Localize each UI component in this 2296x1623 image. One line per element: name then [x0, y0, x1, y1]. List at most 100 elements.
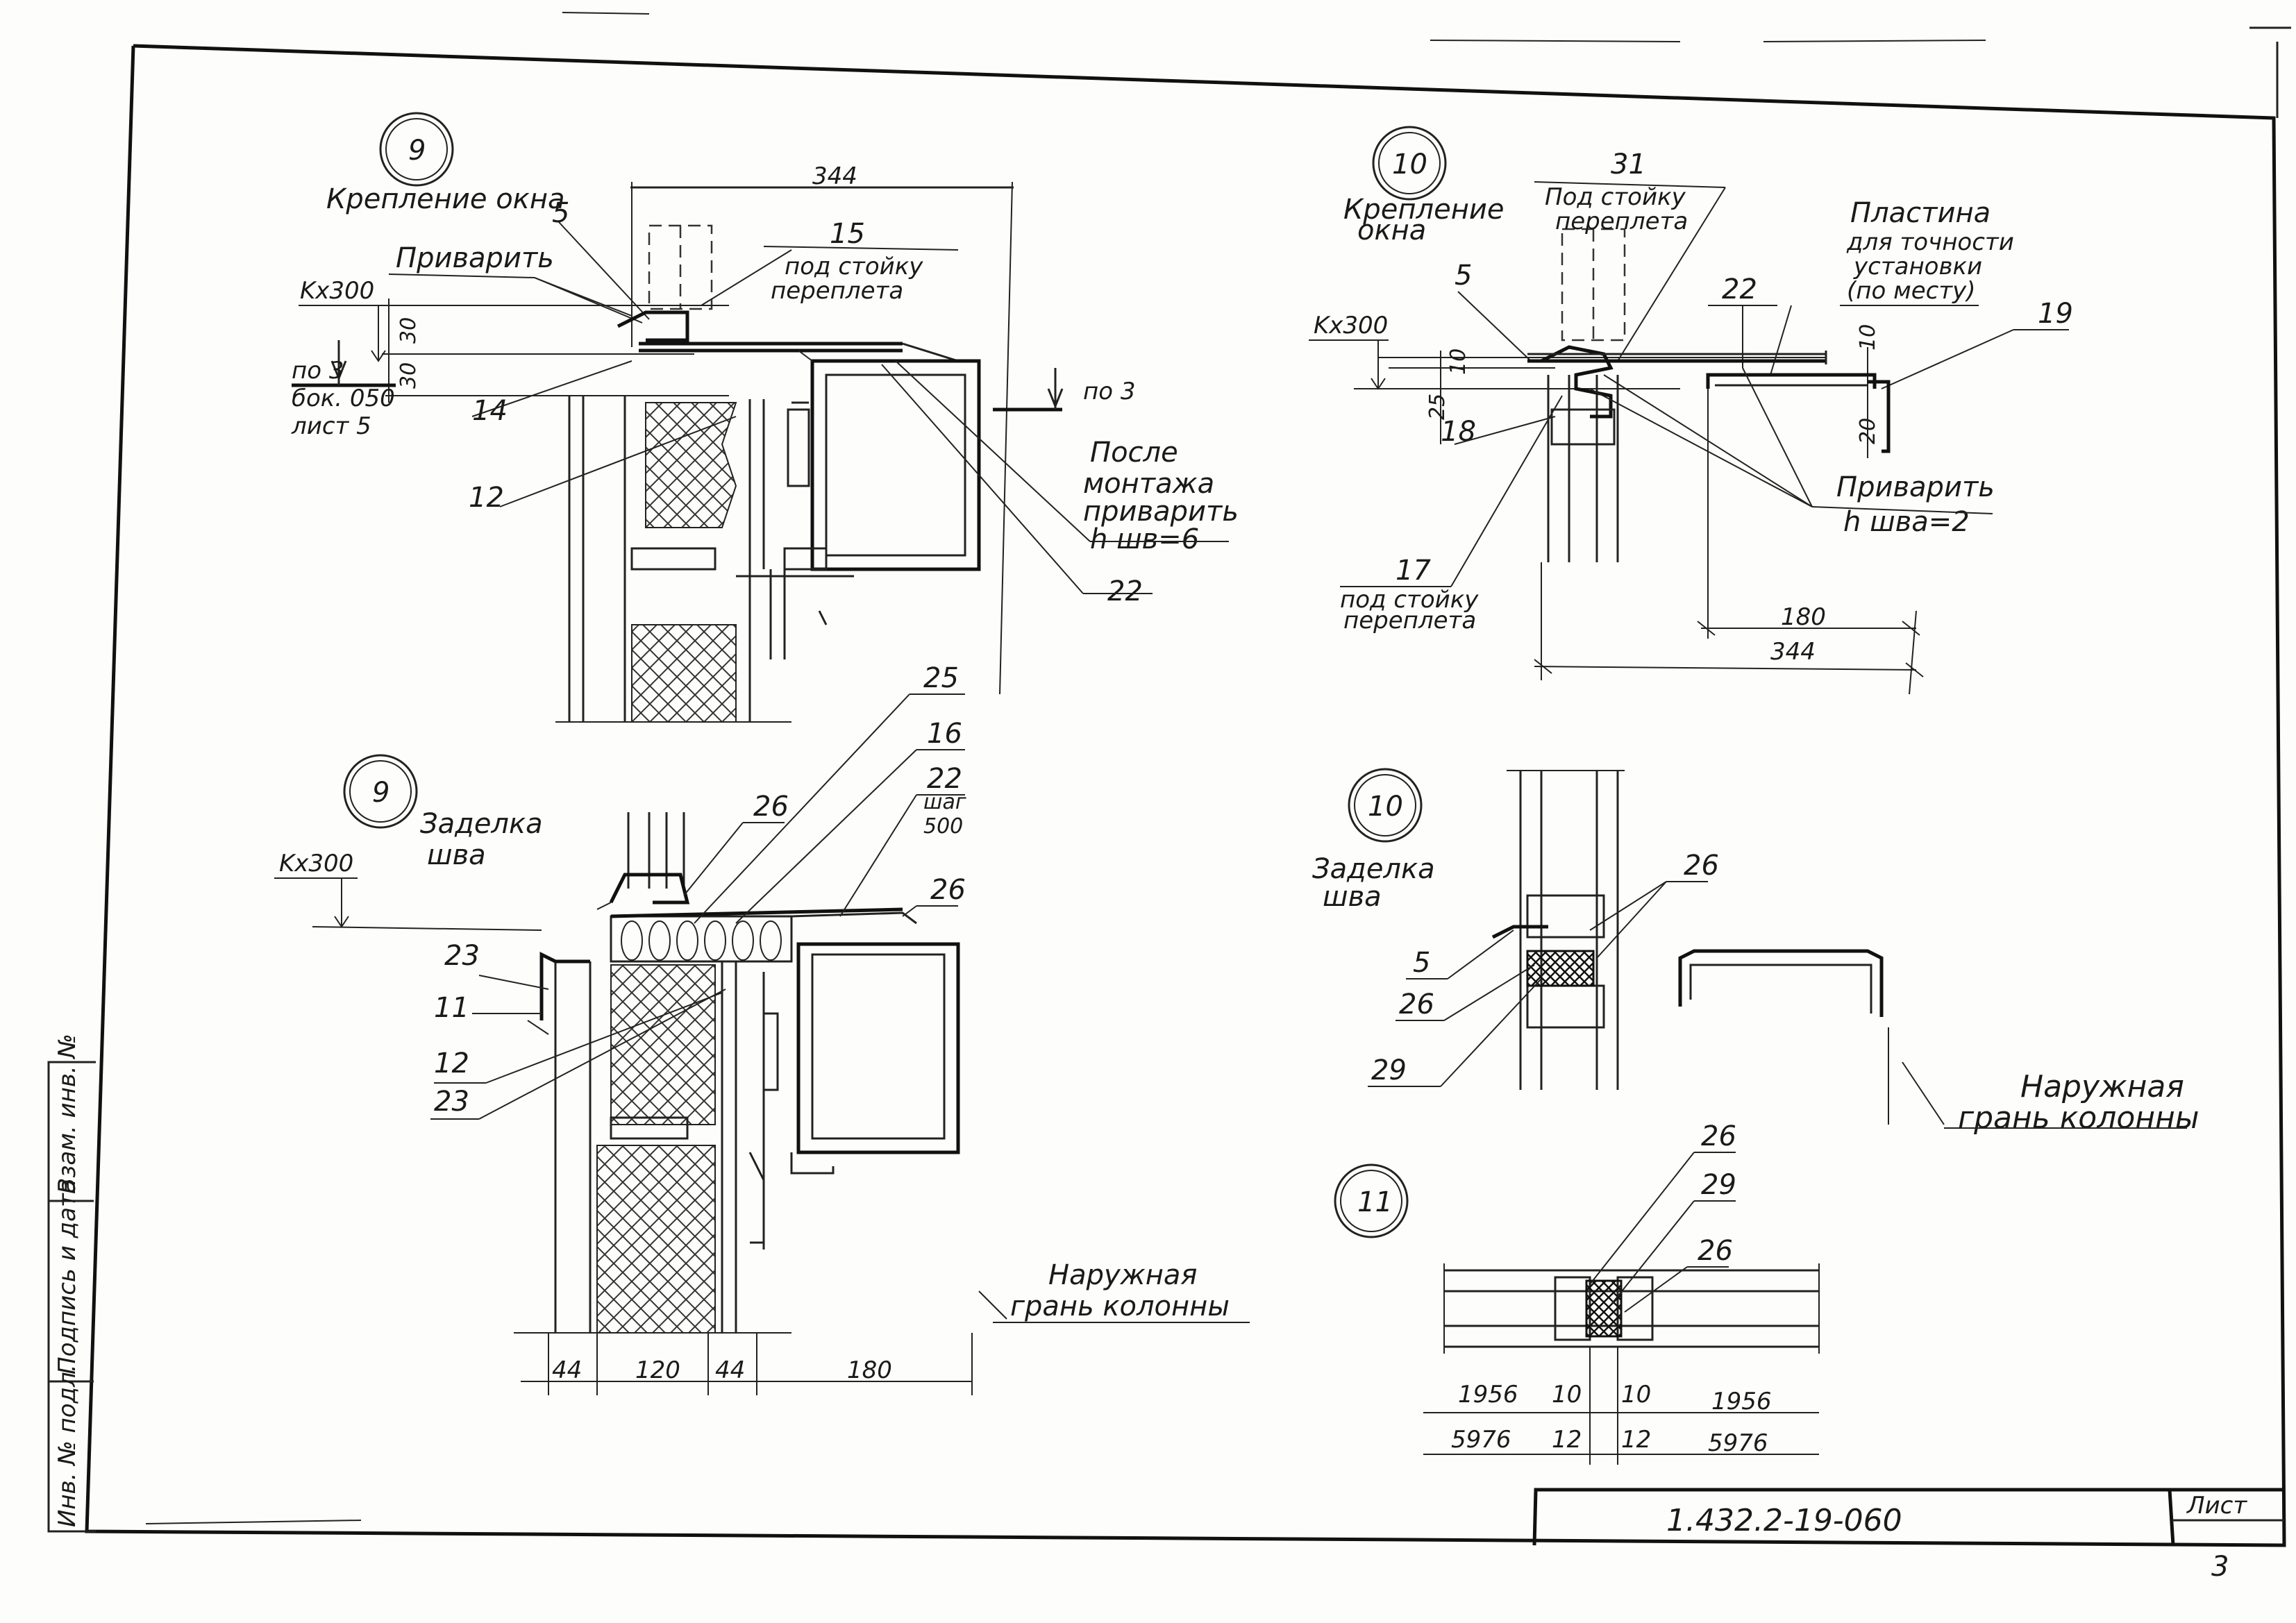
label-31: 31 — [1611, 149, 1646, 180]
weld-top10-line1: Приварить — [1836, 471, 1995, 503]
callout-9-bottom-number: 9 — [372, 777, 389, 809]
scan-marks — [145, 12, 1986, 1524]
detail-9-top-title: Крепление окна — [326, 183, 565, 215]
note-15-line1: под стойку — [785, 253, 923, 280]
after-line1: После — [1090, 437, 1178, 469]
level-top10: Kx300 — [1314, 312, 1388, 339]
label-5-top10: 5 — [1455, 260, 1472, 292]
label-19: 19 — [2038, 298, 2073, 330]
label-26b-11: 26 — [1698, 1235, 1733, 1267]
detail-9-window-fastening: 9 Крепление окна 344 5 15 под стойку пер… — [291, 112, 1239, 723]
dim-12b: 12 — [1621, 1426, 1651, 1454]
section-ref-top9: по 3 — [1083, 378, 1135, 405]
dim-120: 120 — [635, 1356, 680, 1384]
label-29-11: 29 — [1701, 1169, 1736, 1201]
note-31-line1: Под стойку — [1545, 183, 1686, 211]
dim-5976b: 5976 — [1708, 1429, 1768, 1457]
label-22-top9: 22 — [1107, 575, 1143, 607]
label-15: 15 — [830, 218, 865, 250]
label-14: 14 — [472, 395, 508, 427]
side-sign-date: Подпись и дата — [53, 1179, 81, 1374]
label-26a-11: 26 — [1701, 1120, 1736, 1152]
step-line2: 500 — [923, 814, 963, 839]
ref-top9-line3: лист 5 — [291, 412, 371, 440]
after-line4: h шв=6 — [1090, 523, 1199, 555]
callout-10-bottom — [1348, 768, 1423, 843]
detail-10-bottom-title-2: шва — [1323, 881, 1382, 913]
dim-1956b: 1956 — [1711, 1388, 1772, 1415]
plate-line4: (по месту) — [1847, 277, 1976, 305]
label-16: 16 — [927, 718, 962, 750]
callout-10-top — [1372, 126, 1447, 201]
dim-30a-top9: 30 — [396, 317, 421, 344]
dim-10a-11: 10 — [1552, 1381, 1582, 1408]
ref-top9-line2: бок. 050 — [292, 385, 395, 412]
side-inv-original: Инв. № подл. — [53, 1364, 81, 1527]
dim-10b-top10: 10 — [1856, 324, 1880, 351]
dim-180-bottom9: 180 — [847, 1356, 892, 1384]
label-26a-bottom9: 26 — [753, 791, 789, 823]
level-top9: Kx300 — [300, 277, 374, 305]
side-strip: Взам. инв. № Подпись и дата Инв. № подл. — [47, 1034, 96, 1533]
weld-label-top9: Приварить — [396, 242, 554, 274]
label-26b-bottom9: 26 — [930, 874, 966, 906]
label-11: 11 — [434, 992, 469, 1024]
ref-top9-line1: по 3 — [292, 357, 344, 385]
label-23b: 23 — [434, 1086, 469, 1118]
dim-44a: 44 — [552, 1356, 582, 1384]
label-17: 17 — [1396, 555, 1431, 587]
label-12-top9: 12 — [469, 482, 504, 514]
plate-line3: установки — [1853, 253, 1982, 280]
dim-44b: 44 — [715, 1356, 745, 1384]
dim-12a: 12 — [1552, 1426, 1582, 1454]
seal-ovals — [621, 920, 782, 961]
dim-1956a: 1956 — [1458, 1381, 1518, 1408]
label-29-bottom10: 29 — [1371, 1054, 1407, 1086]
side-inv-replaced: Взам. инв. № — [53, 1034, 81, 1194]
after-line2: монтажа — [1083, 468, 1214, 500]
note-17-line1: под стойку — [1340, 586, 1479, 614]
callout-9-top — [379, 112, 454, 187]
detail-10-bottom-title-1: Заделка — [1312, 853, 1435, 885]
detail-9-bottom-title-1: Заделка — [420, 808, 543, 840]
sealant-fill-10 — [1526, 950, 1595, 987]
callout-9-bottom — [343, 754, 418, 829]
sheet-frame — [85, 26, 2291, 1547]
dim-10a-top10: 10 — [1446, 348, 1470, 375]
label-5-top9: 5 — [552, 197, 569, 229]
dim-10b-11: 10 — [1621, 1381, 1651, 1408]
dim-5976a: 5976 — [1451, 1426, 1511, 1454]
level-bottom9: Kx300 — [279, 850, 353, 877]
doc-code: 1.432.2-19-060 — [1666, 1503, 1902, 1538]
outer-face-9-line2: грань колонны — [1010, 1290, 1230, 1322]
label-18: 18 — [1441, 416, 1476, 448]
detail-10-top-title-1: Крепление — [1343, 194, 1504, 226]
label-26-top-bottom10: 26 — [1684, 850, 1719, 882]
label-22-top10: 22 — [1722, 274, 1757, 305]
note-31-line2: переплета — [1555, 208, 1688, 235]
label-23a: 23 — [444, 940, 480, 972]
callout-10-bottom-number: 10 — [1368, 791, 1403, 823]
outer-face-9-line1: Наружная — [1048, 1259, 1197, 1291]
label-12-bottom9: 12 — [434, 1048, 469, 1079]
plate-line2: для точности — [1846, 228, 2014, 256]
callout-11-number: 11 — [1357, 1186, 1393, 1218]
callout-11 — [1334, 1163, 1409, 1238]
after-line3: приварить — [1083, 496, 1239, 528]
note-17-line2: переплета — [1343, 607, 1476, 634]
sealant-fill-11 — [1585, 1279, 1623, 1338]
sheet-label: Лист — [2186, 1492, 2247, 1520]
note-15-line2: переплета — [771, 277, 903, 305]
dim-25-top10: 25 — [1425, 394, 1450, 420]
detail-9-bottom-title-2: шва — [427, 839, 486, 871]
label-5-bottom10: 5 — [1413, 947, 1430, 979]
title-stamp: 1.432.2-19-060 Лист 3 — [1532, 1488, 2284, 1583]
dim-344-top10: 344 — [1770, 638, 1816, 666]
label-22-bottom9: 22 — [927, 763, 962, 795]
sheet-number: 3 — [2211, 1551, 2229, 1583]
dim-344-top9: 344 — [812, 162, 857, 190]
outer-face-10-line2: грань колонны — [1958, 1100, 2199, 1136]
detail-9-joint-sealing: 9 Заделка шва Kx300 — [274, 662, 1250, 1395]
detail-11: 11 26 29 26 1956 10 10 1956 5976 12 12 5… — [1334, 1120, 1820, 1465]
